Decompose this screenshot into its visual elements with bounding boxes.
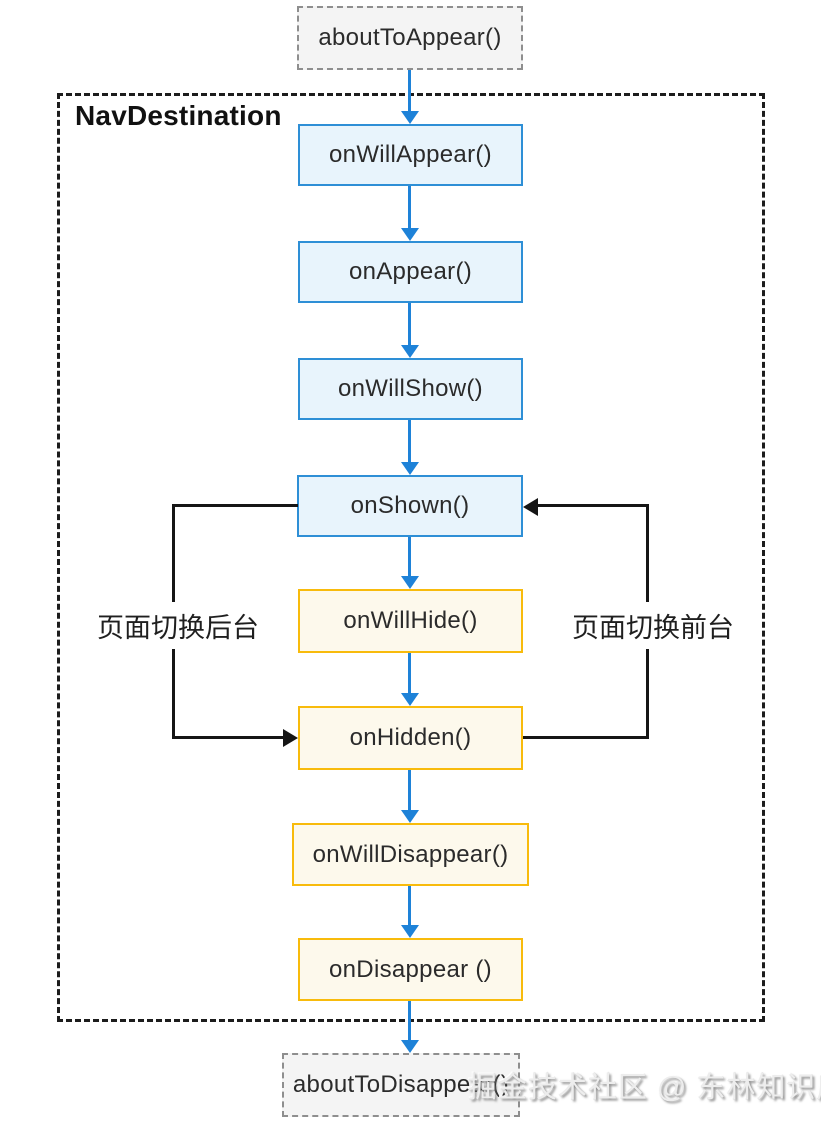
node-on-will-appear: onWillAppear() [298, 124, 523, 186]
flow-arrow-4-head [401, 462, 419, 475]
node-on-will-disappear: onWillDisappear() [292, 823, 529, 886]
flow-arrow-1-head [401, 111, 419, 124]
node-on-appear-label: onAppear() [348, 258, 473, 285]
node-on-hidden-label: onHidden() [349, 724, 472, 751]
loop-right-top-segment [537, 504, 649, 507]
watermark-text: 掘金技术社区 @ 东林知识库 [468, 1072, 821, 1104]
node-on-will-appear-label: onWillAppear() [329, 141, 492, 168]
loop-right-arrowhead [523, 498, 538, 516]
node-on-will-show: onWillShow() [298, 358, 523, 420]
node-on-will-disappear-label: onWillDisappear() [312, 840, 509, 868]
flow-arrow-1-line [408, 70, 411, 112]
flow-arrow-7-head [401, 810, 419, 823]
flow-arrow-3-line [408, 303, 411, 346]
node-on-disappear: onDisappear () [298, 938, 523, 1001]
loop-left-top-segment [172, 504, 298, 507]
node-on-hidden: onHidden() [298, 706, 523, 770]
flow-arrow-8-head [401, 925, 419, 938]
flow-arrow-2-line [408, 186, 411, 229]
loop-label-to-background: 页面切换后台 [93, 602, 263, 649]
node-about-to-disappear-label: aboutToDisappear() [292, 1071, 510, 1098]
flow-arrow-8-line [408, 886, 411, 926]
flow-arrow-4-line [408, 420, 411, 463]
navdestination-title: NavDestination [75, 100, 282, 131]
node-about-to-disappear: aboutToDisappear() [282, 1053, 520, 1117]
node-on-appear: onAppear() [298, 241, 523, 303]
navdestination-frame [57, 93, 765, 1022]
node-about-to-appear-label: aboutToAppear() [318, 24, 502, 51]
node-on-will-show-label: onWillShow() [338, 375, 483, 402]
flow-arrow-6-head [401, 693, 419, 706]
flow-arrow-6-line [408, 653, 411, 694]
flow-arrow-3-head [401, 345, 419, 358]
node-on-shown: onShown() [297, 475, 523, 537]
flow-arrow-9-head [401, 1040, 419, 1053]
loop-label-to-foreground: 页面切换前台 [568, 602, 738, 649]
node-on-disappear-label: onDisappear () [329, 955, 492, 983]
flow-arrow-7-line [408, 770, 411, 811]
flow-arrow-9-line [408, 1001, 411, 1041]
flow-arrow-2-head [401, 228, 419, 241]
flow-arrow-5-line [408, 537, 411, 577]
loop-left-arrowhead [283, 729, 298, 747]
node-on-will-hide: onWillHide() [298, 589, 523, 653]
node-on-will-hide-label: onWillHide() [343, 607, 478, 634]
flow-arrow-5-head [401, 576, 419, 589]
node-on-shown-label: onShown() [350, 492, 470, 519]
loop-left-bottom-segment [172, 736, 284, 739]
node-about-to-appear: aboutToAppear() [297, 6, 523, 70]
loop-right-bottom-segment [523, 736, 649, 739]
